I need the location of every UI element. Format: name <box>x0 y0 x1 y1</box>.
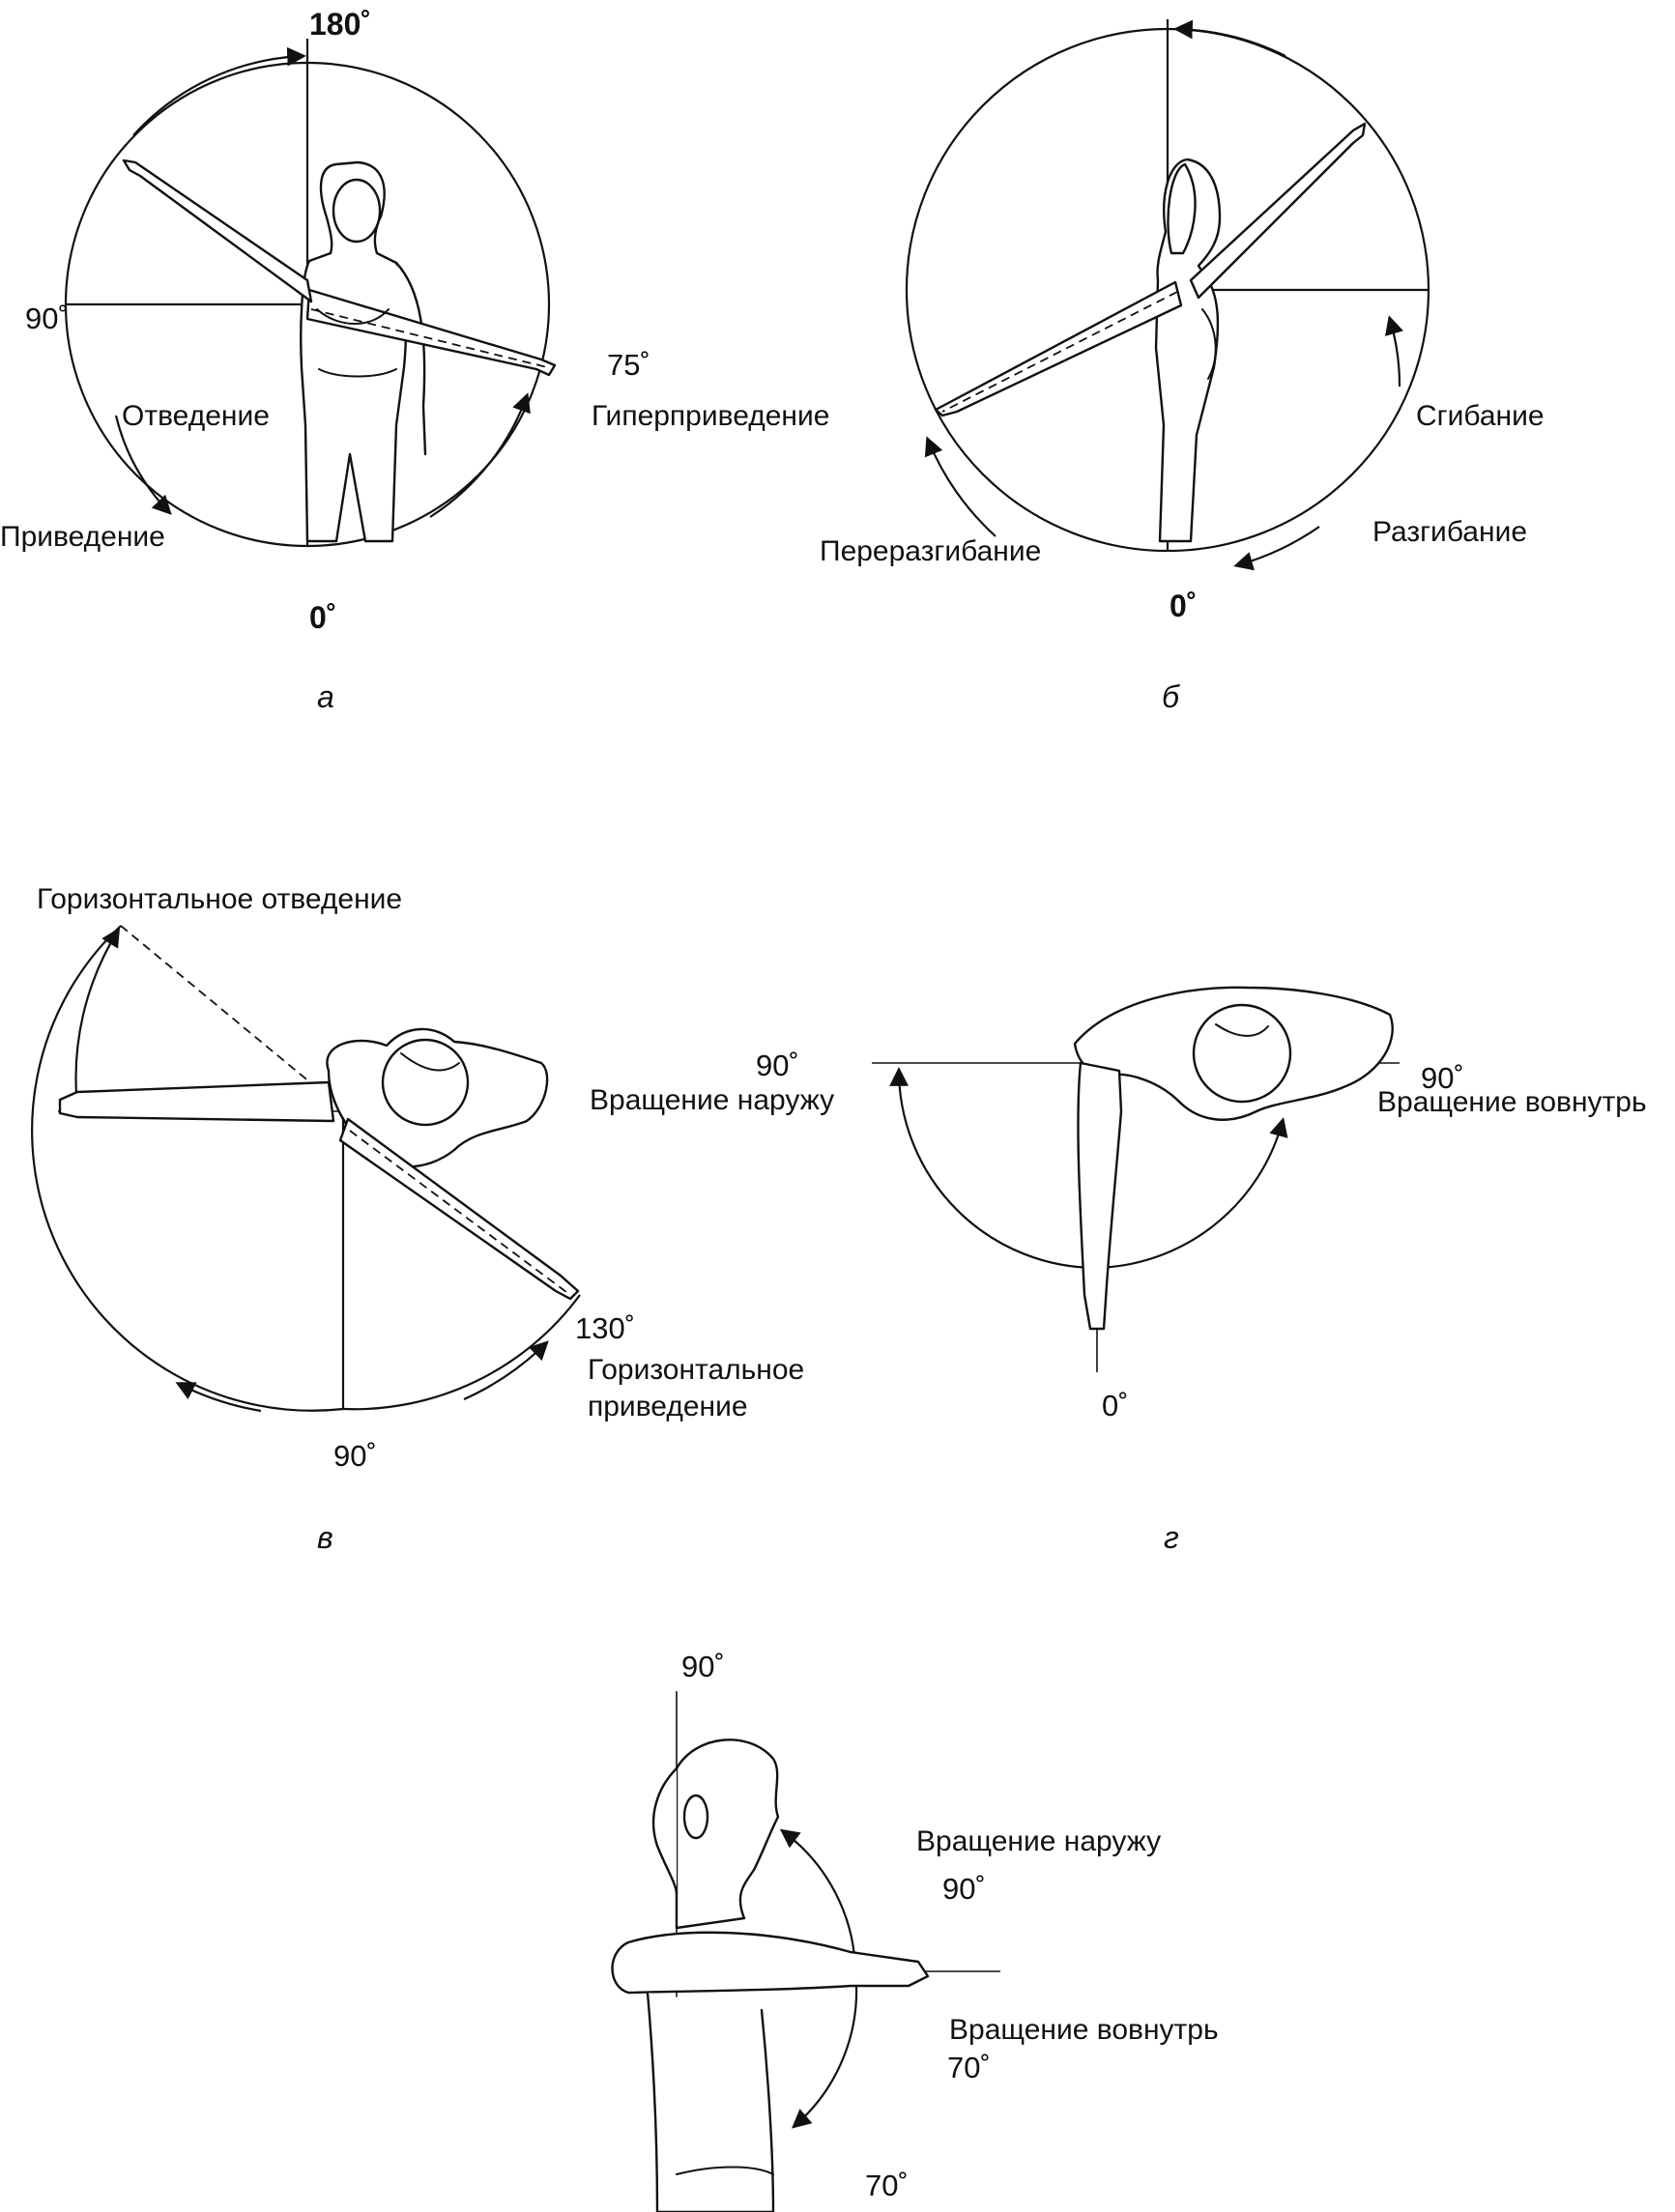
panel-d-rotation-side-view: 90˚ Вращение наружу 90˚ Вращение вовнутр… <box>611 1650 1219 2212</box>
panel-g-rotation-top-view: 90˚ Вращение наружу 90˚ Вращение вовнутр… <box>590 986 1647 1555</box>
panel-b-letter: б <box>1162 679 1180 714</box>
panel-b-label-hyperextension: Переразгибание <box>820 535 1041 567</box>
panel-a-arrow-left <box>114 415 172 515</box>
panel-d-label-external: Вращение наружу <box>916 1825 1161 1857</box>
panel-b-arrow-hyperextension <box>924 436 996 537</box>
panel-d-figure <box>611 1738 930 2212</box>
panel-a-arrow-right <box>429 392 531 518</box>
panel-a-label-adduction: Приведение <box>0 521 165 553</box>
panel-a-label-abduction: Отведение <box>122 400 270 432</box>
panel-v-arrow-top <box>74 927 121 1107</box>
panel-b-arrow-extension <box>1233 526 1320 571</box>
panel-a-label-hyperadduction: Гиперприведение <box>592 400 829 432</box>
panel-v-horizontal-abduction-adduction: Горизонтальное отведение 130˚ Горизонтал… <box>31 883 804 1555</box>
panel-b-flexion-extension: Сгибание Разгибание Переразгибание 0˚ б <box>820 19 1545 714</box>
panel-b-label-extension: Разгибание <box>1372 516 1527 548</box>
panel-b-deg-bottom: 0˚ <box>1170 589 1197 623</box>
panel-a-letter: а <box>317 679 334 714</box>
panel-a-deg-top: 180˚ <box>309 7 371 42</box>
panel-d-deg-bottom: 70˚ <box>865 2169 909 2202</box>
panel-d-arrow-internal <box>792 1970 858 2129</box>
panel-v-label-h-adduction-2: приведение <box>588 1391 748 1422</box>
panel-v-arrow-bottom-right <box>463 1340 549 1401</box>
panel-d-deg-top: 90˚ <box>681 1650 725 1683</box>
panel-a-deg-left: 90˚ <box>25 302 69 335</box>
panel-g-deg-right: 90˚ <box>1421 1061 1464 1095</box>
panel-v-label-h-abduction: Горизонтальное отведение <box>37 883 402 915</box>
panel-d-deg-external: 90˚ <box>942 1872 986 1906</box>
panel-v-arc-right <box>342 1294 581 1411</box>
panel-g-arrow-left <box>889 1067 1098 1270</box>
panel-v-arrow-bottom-left <box>175 1382 262 1413</box>
panel-v-deg-bottom: 90˚ <box>333 1439 377 1473</box>
panel-a-abduction-adduction: 180˚ 90˚ 75˚ Отведение Приведение Гиперп… <box>0 7 829 714</box>
panel-g-letter: г <box>1164 1520 1179 1555</box>
panel-v-dashed-line <box>120 925 334 1103</box>
panel-v-arc-left <box>31 925 344 1412</box>
panel-a-deg-right: 75˚ <box>607 348 650 382</box>
panel-g-deg-bottom: 0˚ <box>1102 1389 1129 1422</box>
panel-g-deg-left: 90˚ <box>756 1049 799 1082</box>
panel-a-figure <box>122 158 557 543</box>
panel-a-arrow-top <box>132 46 306 136</box>
panel-b-arrow-top <box>1173 19 1286 57</box>
panel-v-letter: в <box>317 1520 333 1555</box>
panel-d-label-internal: Вращение вовнутрь <box>949 2014 1219 2046</box>
panel-g-label-internal: Вращение вовнутрь <box>1377 1086 1647 1118</box>
panel-g-arrow-right <box>1096 1117 1288 1270</box>
panel-b-arrow-flexion <box>1385 315 1404 388</box>
panel-d-deg-internal: 70˚ <box>947 2051 991 2084</box>
panel-b-label-flexion: Сгибание <box>1416 400 1545 432</box>
panel-g-label-external: Вращение наружу <box>590 1084 834 1116</box>
panel-a-deg-bottom: 0˚ <box>309 600 336 635</box>
panel-v-label-h-adduction-1: Горизонтальное <box>588 1354 804 1386</box>
panel-v-deg-right: 130˚ <box>575 1311 635 1345</box>
panel-b-figure <box>934 122 1367 543</box>
panel-v-figure <box>58 1027 580 1301</box>
panel-g-figure <box>1073 986 1394 1331</box>
